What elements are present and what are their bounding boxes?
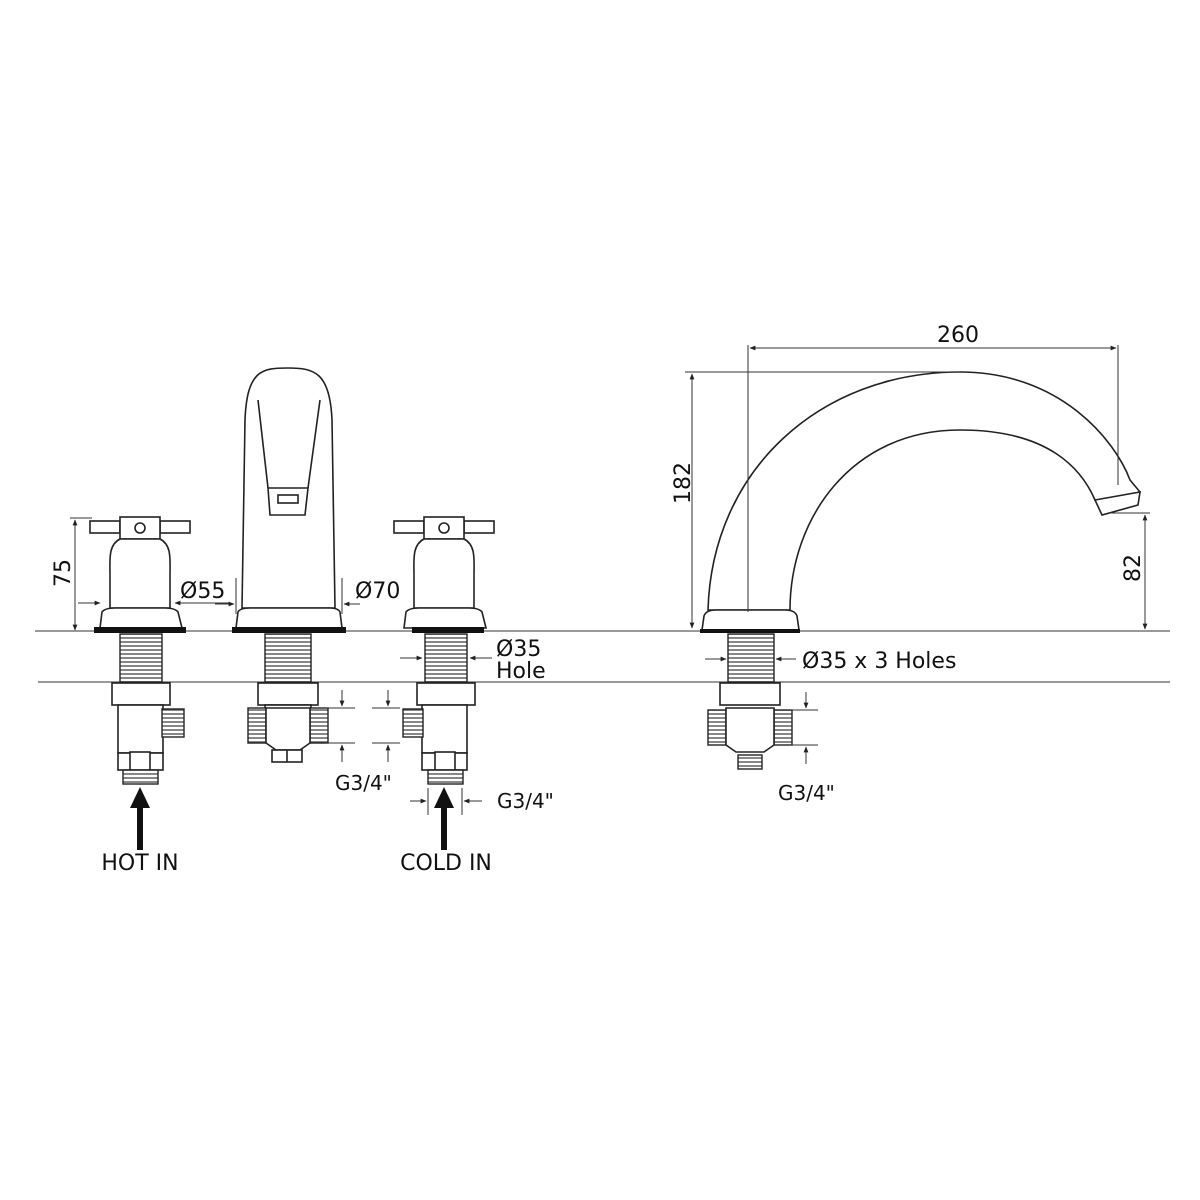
d35-3holes-label: Ø35 x 3 Holes (802, 649, 956, 674)
basin-spout (232, 367, 346, 763)
dim-260-label: 260 (937, 323, 979, 348)
g34-spout-label: G3/4" (335, 771, 392, 795)
dim-d70-label: Ø70 (355, 579, 400, 604)
hole-label: Hole (496, 659, 546, 684)
dim-82-label: 82 (1121, 554, 1146, 582)
hot-in-label: HOT IN (101, 851, 178, 876)
dim-182-label: 182 (671, 462, 696, 504)
g34-cold-label: G3/4" (497, 789, 554, 813)
g34-bath-spout-label: G3/4" (778, 781, 835, 805)
hot-in-arrow (130, 787, 150, 850)
dim-75-label: 75 (51, 559, 76, 587)
cold-tap (393, 516, 495, 785)
bath-spout (700, 371, 1142, 770)
cold-in-arrow (434, 787, 454, 850)
dim-d35-label: Ø35 (496, 637, 541, 662)
dim-d55-label: Ø55 (180, 579, 225, 604)
cold-in-label: COLD IN (400, 851, 492, 876)
hot-tap (89, 516, 191, 785)
